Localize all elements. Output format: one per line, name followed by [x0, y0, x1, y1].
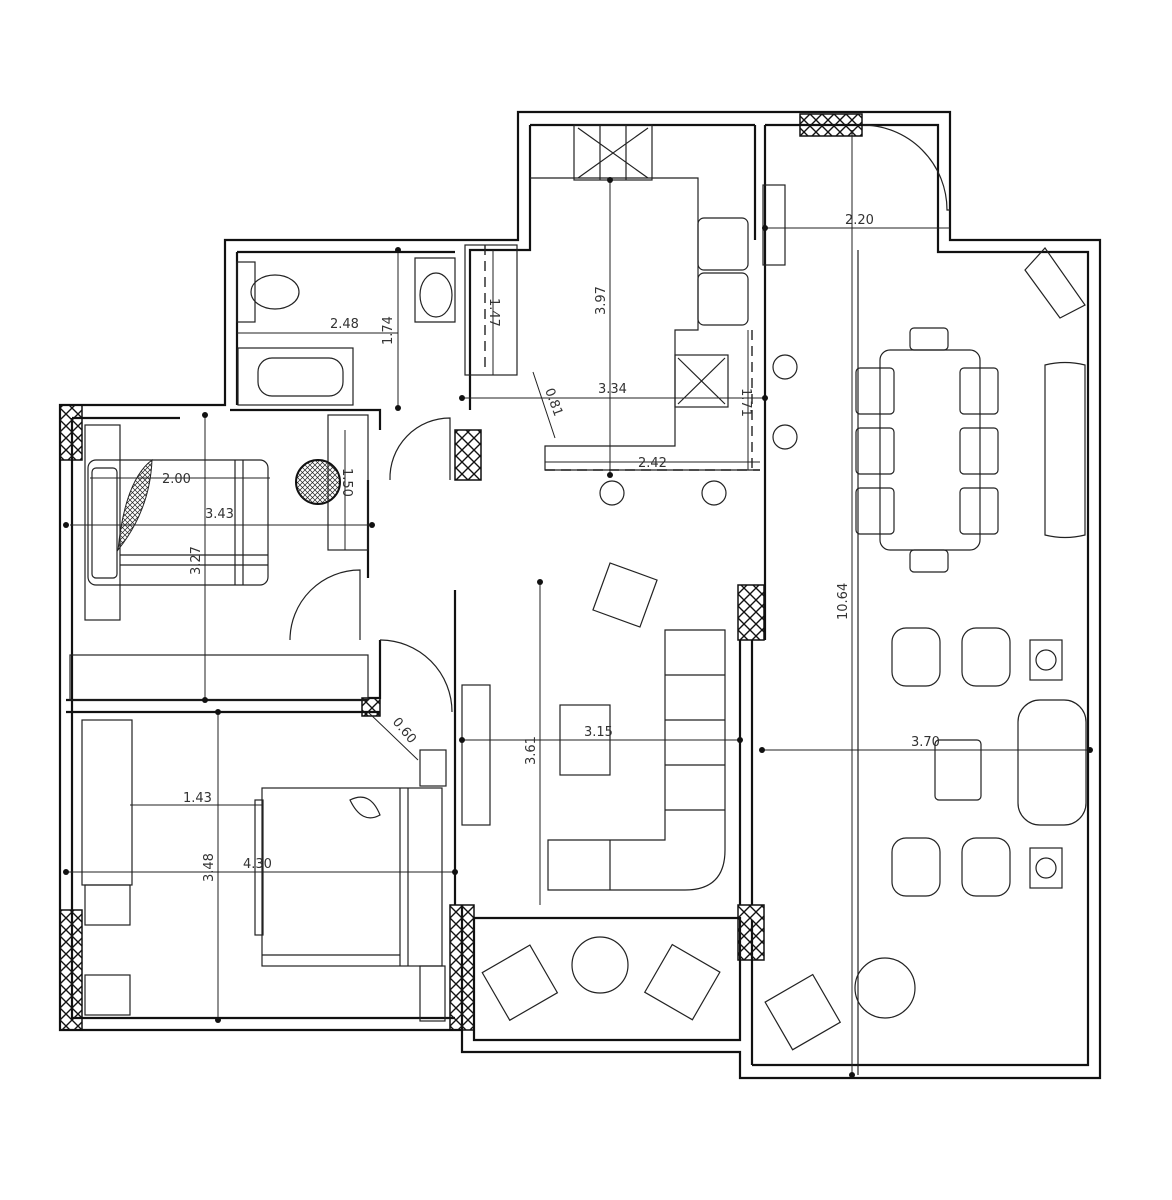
- dim-kitchen-depth: 3.97: [594, 286, 609, 315]
- dim-living-depth: 3.61: [524, 736, 539, 765]
- dim-living-width: 2.20: [845, 213, 874, 228]
- kitchen-fixtures: [464, 124, 798, 506]
- dim-kitchen-counter: 1.47: [486, 298, 501, 327]
- dimension-labels: 2.20 2.48 1.74 1.47 3.97 3.34 0.81 1.71 …: [162, 213, 940, 882]
- dim-hall-door: 0.60: [389, 715, 419, 747]
- dim-bed1-width: 3.43: [205, 507, 234, 522]
- dimension-lines: [63, 130, 1093, 1078]
- dim-bath-width: 2.48: [330, 317, 359, 332]
- dim-bath-depth: 1.74: [381, 316, 396, 345]
- dim-bed1-depth: 3.27: [189, 546, 204, 575]
- hatched-columns: [59, 113, 863, 1031]
- lounge-furniture: [764, 627, 1087, 1051]
- living-furniture: [419, 562, 726, 1022]
- bathroom-fixtures: [236, 257, 456, 406]
- dim-bed1-bed-width: 2.00: [162, 472, 191, 487]
- dim-kitchen-width: 3.34: [598, 382, 627, 397]
- dim-bed2-closet: 1.43: [183, 791, 212, 806]
- doors: [289, 124, 950, 713]
- dim-kitchen-passage: 0.81: [541, 386, 565, 418]
- dim-bed1-desk: 1.50: [339, 468, 354, 497]
- dim-lounge-width: 3.70: [911, 735, 940, 750]
- dim-bed2-depth: 3.48: [202, 853, 217, 882]
- dim-island-depth: 1.71: [738, 388, 753, 417]
- dim-bed2-width: 4.30: [243, 857, 272, 872]
- dim-living-room-width: 3.15: [584, 725, 613, 740]
- dim-island-width: 2.42: [638, 456, 667, 471]
- walls: [58, 110, 1102, 1080]
- dining-furniture: [855, 247, 1086, 573]
- dim-total-depth: 10.64: [836, 583, 851, 620]
- bedroom-furniture: [69, 414, 446, 1022]
